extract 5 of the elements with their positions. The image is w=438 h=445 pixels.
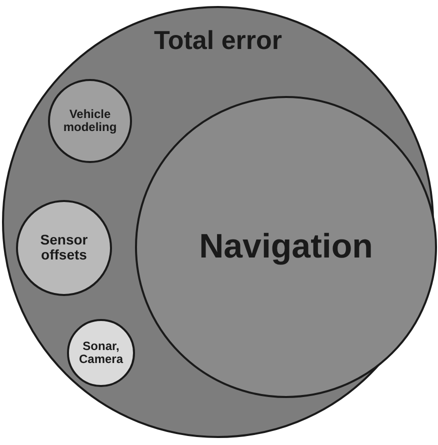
circle-label: Total error — [152, 26, 284, 55]
circle-label: Navigation — [198, 228, 374, 266]
circle-label: Sonar, Camera — [78, 340, 124, 366]
circle-label: Vehicle modeling — [62, 108, 118, 134]
circle-label: Sensor offsets — [39, 232, 89, 264]
